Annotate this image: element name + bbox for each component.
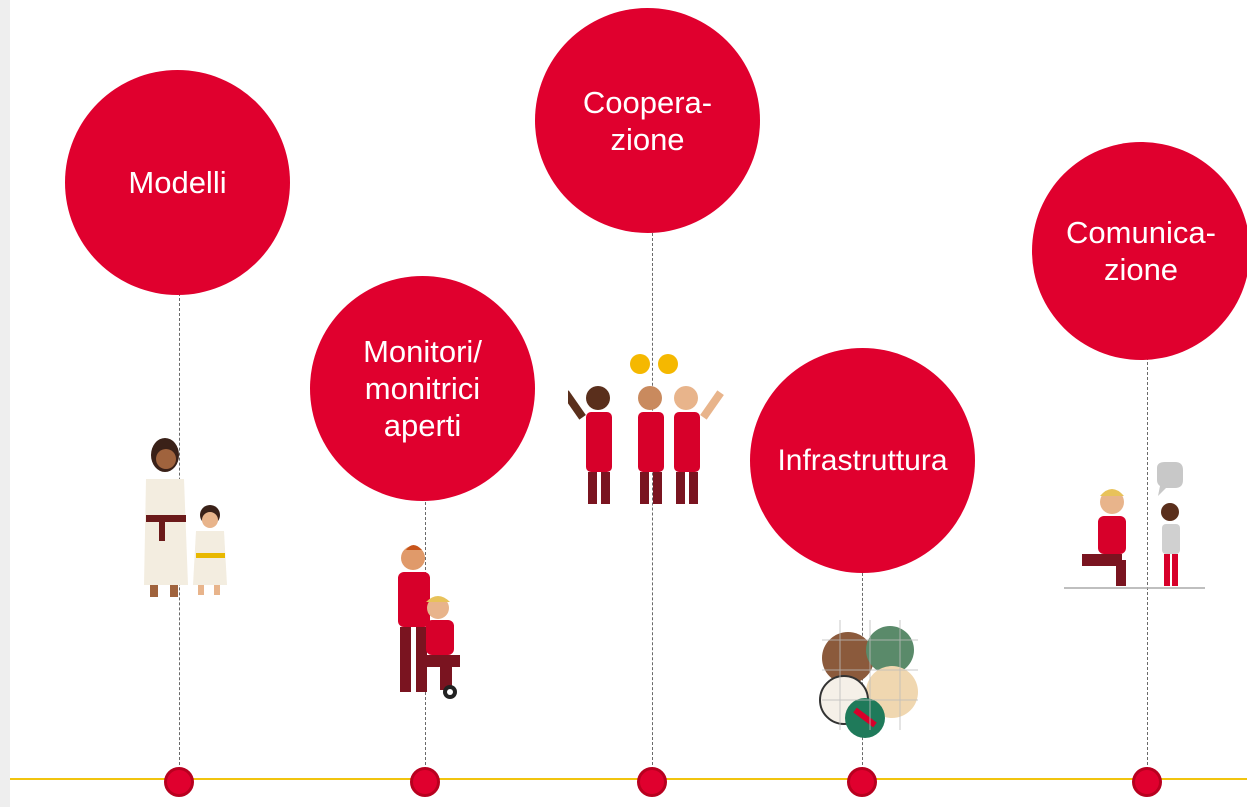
milestone-bubble-monitori: Monitori/ monitrici aperti [310, 276, 535, 501]
karate-instructor-with-child-illustration [144, 438, 227, 597]
connector-comunicazione [1147, 342, 1148, 770]
connector-cooperazione [652, 233, 653, 770]
milestone-bubble-modelli: Modelli [65, 70, 290, 295]
milestone-label-monitori: Monitori/ monitrici aperti [363, 334, 482, 443]
ball-net-illustration [819, 620, 918, 738]
coach-kneeling-with-athlete-illustration [398, 545, 460, 699]
team-with-smiley-faces-illustration [568, 354, 724, 504]
milestone-bubble-infrastruttura: Infrastruttura [750, 348, 975, 573]
milestone-label-comunicazione: Comunica- zione [1066, 215, 1216, 287]
adult-talking-to-child-illustration [1064, 462, 1205, 589]
milestone-label-cooperazione: Coopera- zione [582, 84, 713, 157]
milestone-bubble-cooperazione: Coopera- zione [535, 8, 760, 233]
timeline-node-cooperazione [637, 767, 667, 797]
left-margin-strip [0, 0, 10, 807]
timeline-node-modelli [164, 767, 194, 797]
timeline-node-comunicazione [1132, 767, 1162, 797]
milestone-label-infrastruttura: Infrastruttura [777, 444, 948, 477]
timeline-node-infrastruttura [847, 767, 877, 797]
timeline-line [10, 778, 1247, 780]
milestone-label-modelli: Modelli [128, 165, 227, 200]
timeline-node-monitori [410, 767, 440, 797]
milestone-bubble-comunicazione: Comunica- zione [1032, 142, 1247, 360]
